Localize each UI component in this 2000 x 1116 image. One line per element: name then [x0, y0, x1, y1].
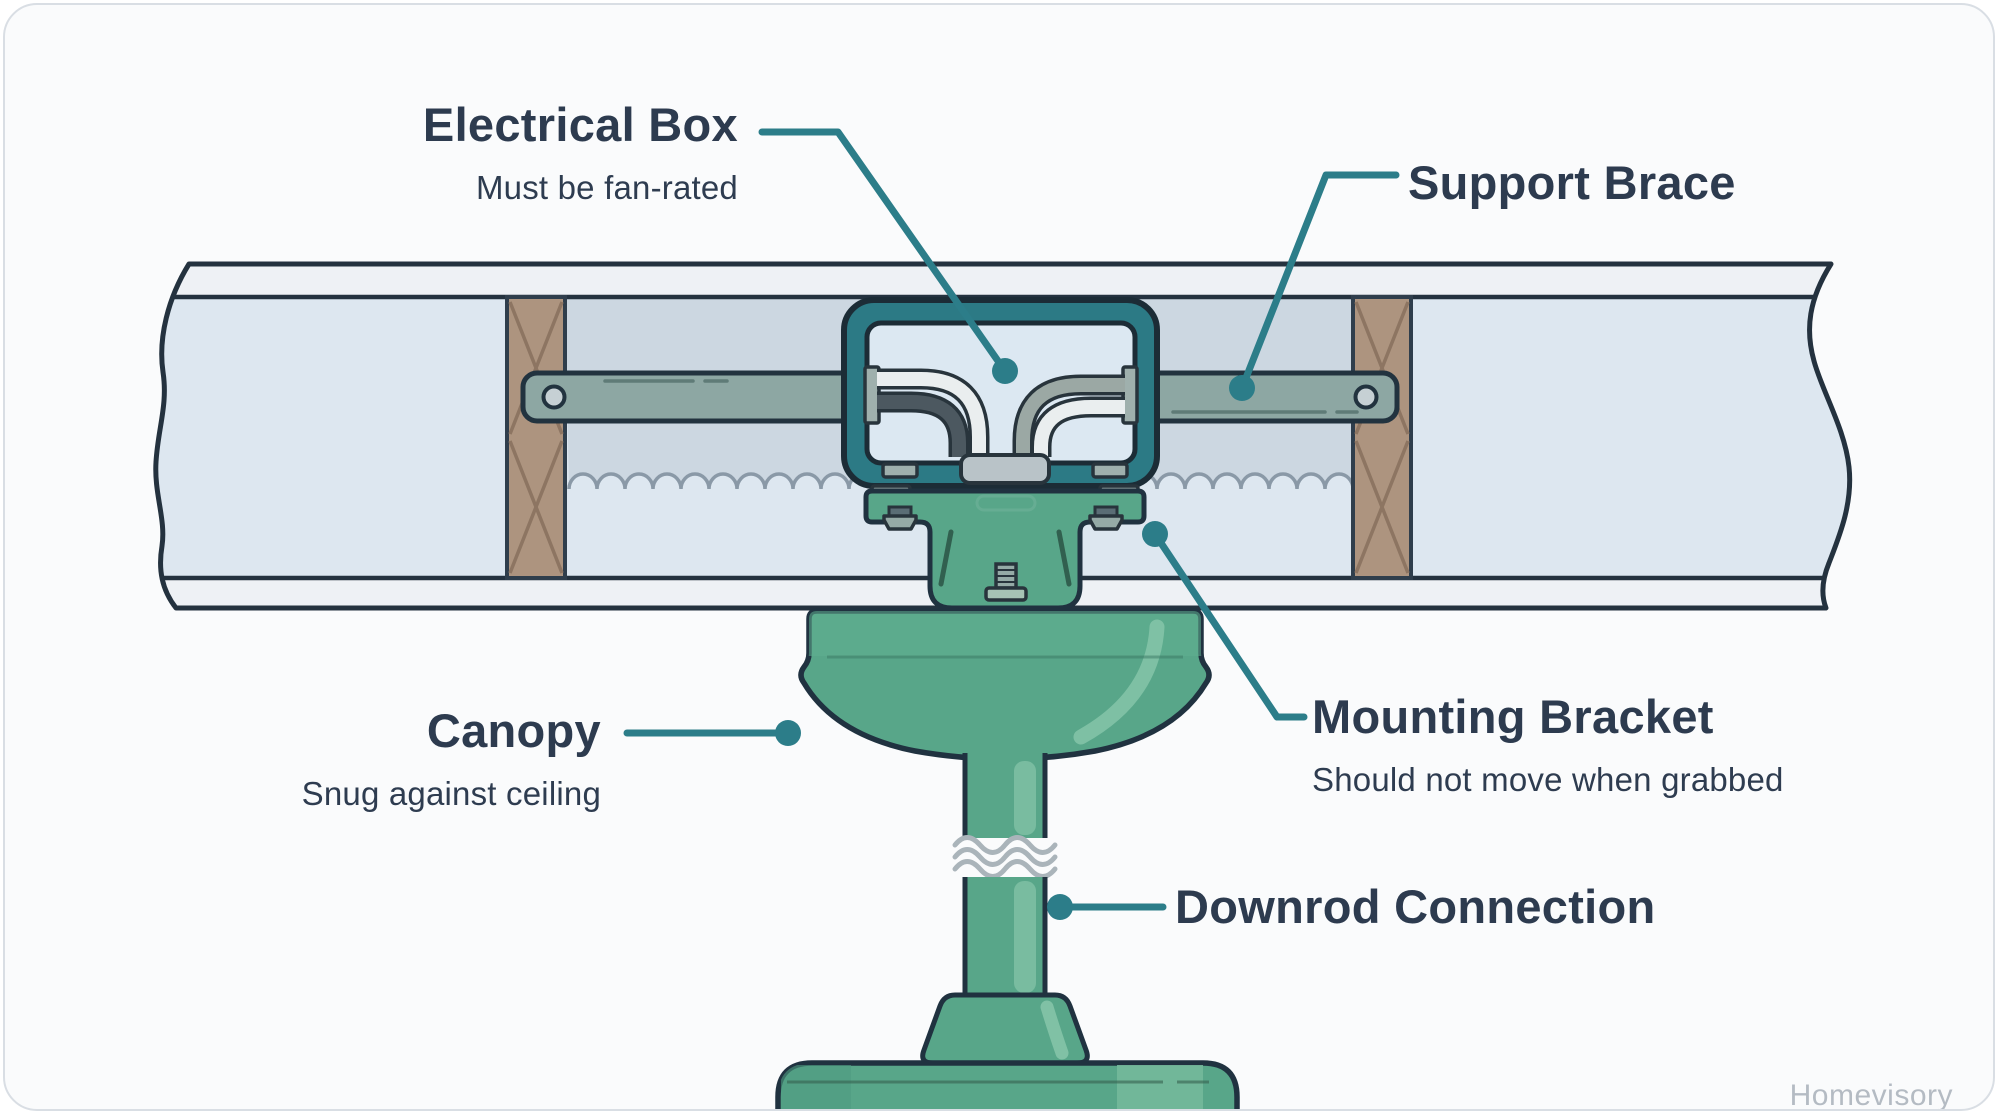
leader-dot-canopy	[775, 720, 801, 746]
support-brace-title: Support Brace	[1408, 156, 1736, 209]
leader-dots	[775, 358, 1255, 920]
diagram-canvas: Electrical Box Must be fan-rated Support…	[3, 3, 1995, 1111]
wire-grommet	[959, 453, 1051, 485]
joist-right	[1351, 295, 1413, 580]
bracket-bolt-right	[1088, 505, 1124, 531]
label-electrical-box: Electrical Box Must be fan-rated	[423, 99, 738, 207]
leader-electrical-box	[758, 128, 1009, 375]
wires	[877, 368, 1125, 457]
label-support-brace: Support Brace	[1408, 157, 1736, 209]
leader-lines	[623, 128, 1400, 911]
watermark: Homevisory	[1789, 1079, 1953, 1111]
leader-dot-mounting-bracket	[1142, 521, 1168, 547]
joist-left	[505, 295, 567, 580]
leader-dot-support-brace	[1229, 375, 1255, 401]
leader-dot-electrical-box	[992, 358, 1018, 384]
electrical-box-subtitle: Must be fan-rated	[475, 168, 738, 206]
cable-clamp-right	[1121, 365, 1139, 425]
fan-motor-housing	[775, 1060, 1240, 1109]
label-canopy: Canopy Snug against ceiling	[302, 705, 601, 813]
threaded-stub	[984, 562, 1028, 602]
canopy	[798, 608, 1212, 762]
label-mounting-bracket: Mounting Bracket Should not move when gr…	[1312, 691, 1784, 799]
brace-hole-right	[1353, 384, 1379, 410]
leader-support-brace	[1238, 171, 1400, 392]
downrod-connection-title: Downrod Connection	[1175, 880, 1656, 933]
ceiling-outline	[153, 261, 1853, 611]
mounting-bracket-title: Mounting Bracket	[1312, 690, 1714, 743]
canopy-title: Canopy	[426, 704, 601, 757]
leader-mounting-bracket	[1151, 530, 1308, 721]
mounting-bracket-subtitle: Should not move when grabbed	[1312, 760, 1784, 798]
bracket-bolt-left	[882, 505, 918, 531]
downrod	[952, 753, 1058, 997]
label-downrod-connection: Downrod Connection	[1175, 881, 1656, 933]
ceiling-top-surface	[155, 264, 1850, 297]
downrod-break	[952, 835, 1058, 879]
downrod-coupling	[920, 992, 1090, 1066]
cable-clamp-left	[863, 365, 881, 425]
brace-hole-left	[541, 384, 567, 410]
mounting-bracket	[863, 488, 1147, 611]
ceiling-fan-mount-diagram	[153, 128, 1853, 1109]
leader-dot-downrod	[1047, 894, 1073, 920]
canopy-subtitle: Snug against ceiling	[301, 774, 601, 812]
electrical-box-title: Electrical Box	[422, 98, 738, 151]
electrical-box	[841, 297, 1160, 500]
